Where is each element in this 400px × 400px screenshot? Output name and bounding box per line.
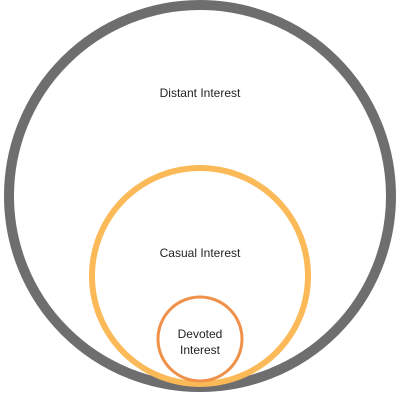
distant-interest-label: Distant Interest xyxy=(159,86,241,100)
devoted-interest-circle xyxy=(156,295,244,383)
devoted-interest-label: Devoted Interest xyxy=(160,326,240,358)
casual-interest-label: Casual Interest xyxy=(159,246,241,260)
devoted-interest-label-line1: Devoted xyxy=(177,327,223,341)
devoted-interest-label-line2: Interest xyxy=(179,343,221,357)
casual-interest-circle xyxy=(89,165,311,387)
